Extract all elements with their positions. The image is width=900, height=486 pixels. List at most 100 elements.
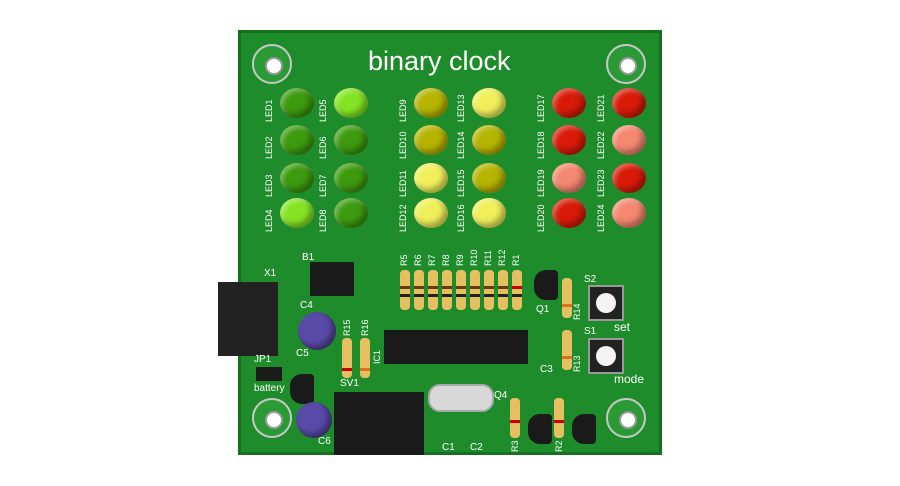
resistor [484, 270, 494, 310]
led-label: LED21 [596, 94, 606, 122]
connector-sv1 [334, 392, 424, 455]
resistor-label: R10 [469, 249, 479, 266]
led-label: LED12 [398, 204, 408, 232]
led-label: LED14 [456, 131, 466, 159]
led-label: LED18 [536, 131, 546, 159]
led [280, 163, 314, 193]
led [280, 198, 314, 228]
led-label: LED15 [456, 169, 466, 197]
resistor [498, 270, 508, 310]
led [552, 163, 586, 193]
led [414, 198, 448, 228]
set-button-s2[interactable] [588, 285, 624, 321]
label-mode: mode [614, 372, 645, 386]
mounting-hole [252, 398, 292, 438]
led-label: LED22 [596, 131, 606, 159]
resistor-label: R1 [511, 254, 521, 266]
resistor-r2 [554, 398, 564, 438]
label-r16: R16 [360, 319, 370, 336]
led-label: LED7 [318, 174, 328, 197]
label-q1: Q1 [536, 304, 550, 315]
led [612, 163, 646, 193]
led-label: LED6 [318, 136, 328, 159]
led-label: LED9 [398, 99, 408, 122]
label-r15: R15 [342, 319, 352, 336]
resistor-label: R7 [427, 254, 437, 266]
resistor-label: R8 [441, 254, 451, 266]
board-title: binary clock [368, 46, 511, 76]
label-ic1: IC1 [372, 349, 382, 364]
resistor-r15 [342, 338, 352, 378]
led-label: LED24 [596, 204, 606, 232]
resistor-label: R5 [399, 254, 409, 266]
transistor [572, 414, 596, 444]
led-label: LED2 [264, 136, 274, 159]
led-label: LED4 [264, 209, 274, 232]
led [280, 88, 314, 118]
ic1-chip [384, 330, 528, 364]
led [334, 88, 368, 118]
resistor-r13 [562, 330, 572, 370]
resistor-label: R12 [497, 249, 507, 266]
led-label: LED8 [318, 209, 328, 232]
led [612, 125, 646, 155]
resistor [442, 270, 452, 310]
led [334, 198, 368, 228]
led-label: LED5 [318, 99, 328, 122]
led-label: LED11 [398, 170, 408, 197]
label-c2: C2 [470, 442, 483, 453]
led [334, 125, 368, 155]
led [612, 198, 646, 228]
label-battery: battery [254, 383, 285, 394]
led-label: LED1 [264, 99, 274, 122]
resistor [414, 270, 424, 310]
led [414, 163, 448, 193]
resistor-r3 [510, 398, 520, 438]
transistor [528, 414, 552, 444]
capacitor-c6 [296, 402, 332, 438]
bridge-rectifier-b1 [310, 262, 354, 296]
led-label: LED13 [456, 94, 466, 122]
label-r14: R14 [572, 303, 582, 320]
label-b1: B1 [302, 252, 315, 263]
mounting-hole [606, 44, 646, 84]
label-sv1: SV1 [340, 378, 359, 389]
led [472, 125, 506, 155]
led [414, 88, 448, 118]
transistor [290, 374, 314, 404]
led [552, 88, 586, 118]
label-set: set [614, 320, 631, 334]
mode-button-s1[interactable] [588, 338, 624, 374]
crystal-q4 [428, 384, 494, 412]
resistor [470, 270, 480, 310]
led [280, 125, 314, 155]
led-label: LED23 [596, 169, 606, 197]
jumper-jp1 [256, 367, 282, 381]
resistor-label: R9 [455, 254, 465, 266]
label-r3: R3 [510, 440, 520, 452]
resistor-label: R6 [413, 254, 423, 266]
power-jack-x1 [218, 282, 278, 356]
led-label: LED16 [456, 204, 466, 232]
led [552, 125, 586, 155]
led-label: LED20 [536, 204, 546, 232]
led [334, 163, 368, 193]
resistor-r14 [562, 278, 572, 318]
label-s2: S2 [584, 274, 597, 285]
resistor [456, 270, 466, 310]
led-label: LED19 [536, 169, 546, 197]
mounting-hole [252, 44, 292, 84]
label-c6: C6 [318, 436, 331, 447]
label-r13: R13 [572, 355, 582, 372]
mounting-hole [606, 398, 646, 438]
led [414, 125, 448, 155]
capacitor-c4 [298, 312, 336, 350]
led-label: LED17 [536, 94, 546, 122]
label-x1: X1 [264, 268, 277, 279]
led [472, 88, 506, 118]
label-c3: C3 [540, 364, 553, 375]
resistor-label: R11 [483, 250, 493, 266]
label-c1: C1 [442, 442, 455, 453]
label-r2: R2 [554, 440, 564, 452]
